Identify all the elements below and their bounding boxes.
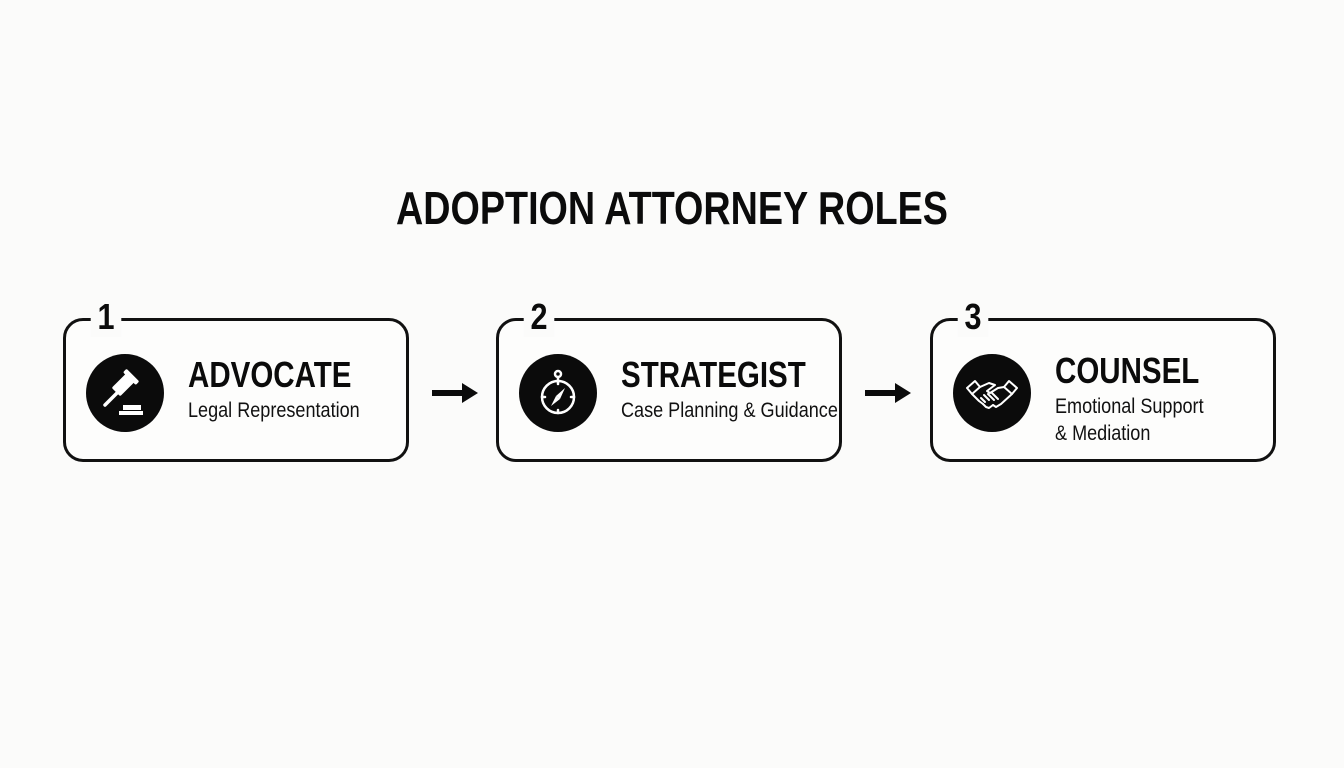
role-card-strategist: 2 STRATEGIST Case Planning & Guidance xyxy=(496,297,842,462)
role-card-counsel: 3 COUNSEL Emotional Support & Mediation xyxy=(930,297,1276,462)
role-description: Emotional Support & Mediation xyxy=(1055,395,1204,445)
role-card-advocate: 1 ADVOCATE Legal Representation xyxy=(63,297,409,462)
role-title: COUNSEL xyxy=(1055,350,1200,391)
diagram-title: ADOPTION ATTORNEY ROLES xyxy=(396,182,948,234)
arrow-right-icon xyxy=(430,382,480,404)
handshake-icon xyxy=(953,354,1031,432)
step-number: 1 xyxy=(90,297,122,337)
role-description: Case Planning & Guidance xyxy=(621,399,838,422)
role-title: STRATEGIST xyxy=(621,354,806,395)
role-description: Legal Representation xyxy=(188,399,360,422)
step-number: 3 xyxy=(957,297,989,337)
gavel-icon xyxy=(86,354,164,432)
role-title: ADVOCATE xyxy=(188,354,352,395)
compass-icon xyxy=(519,354,597,432)
arrow-right-icon xyxy=(863,382,913,404)
step-number: 2 xyxy=(523,297,555,337)
